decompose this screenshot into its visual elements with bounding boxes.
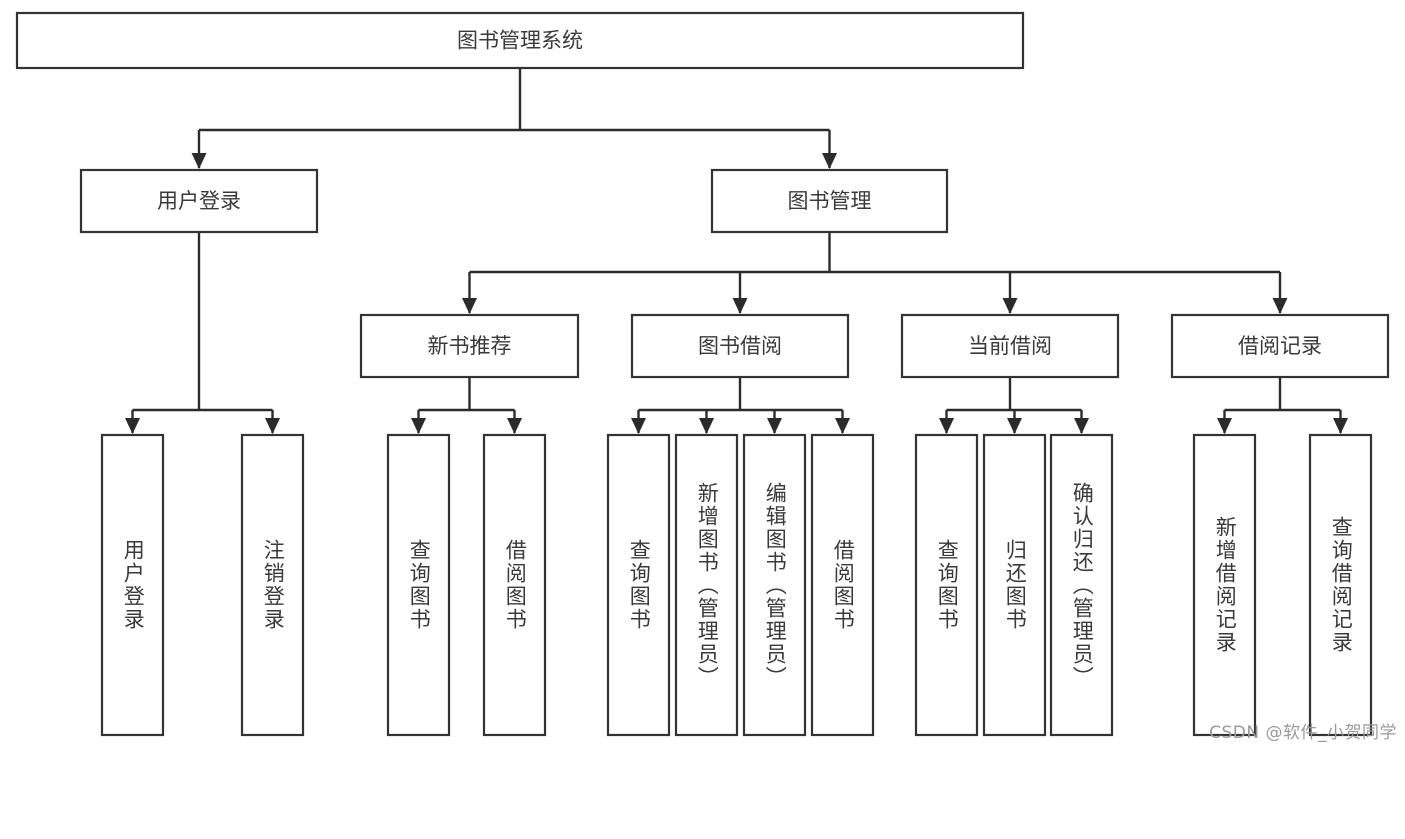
node-leaf-4[interactable] [606,433,671,737]
arrowhead-leaf-3-0 [939,418,954,434]
arrowhead-level2-0 [191,153,207,169]
arrowhead-level3-3 [1272,298,1288,314]
arrowhead-leaf-4-0 [1217,418,1232,434]
node-level3-label-3: 借阅记录 [1238,334,1322,358]
box-layer [15,11,1390,737]
node-level2-1[interactable] [710,168,949,234]
arrowhead-level2-1 [822,153,837,169]
arrowhead-leaf-4-1 [1333,418,1348,434]
node-leaf-1[interactable] [240,433,305,737]
arrowhead-level3-0 [462,298,477,314]
arrowhead-leaf-0-0 [125,418,140,434]
node-level2-0[interactable] [79,168,319,234]
node-leaf-8[interactable] [914,433,979,737]
arrowhead-leaf-2-2 [767,418,782,434]
arrowhead-level3-2 [1002,298,1018,314]
node-level2-label-0: 用户登录 [157,189,241,213]
arrowhead-leaf-0-1 [265,418,280,434]
node-leaf-10[interactable] [1049,433,1114,737]
arrowhead-level3-1 [732,298,748,314]
connector-layer [125,68,1348,434]
node-level3-label-0: 新书推荐 [428,334,512,358]
node-leaf-3[interactable] [482,433,547,737]
arrowhead-leaf-1-0 [411,418,426,434]
node-level3-1[interactable] [630,313,850,379]
node-level3-2[interactable] [900,313,1120,379]
arrowhead-leaf-2-0 [631,418,646,434]
node-root[interactable] [15,11,1025,70]
node-leaf-0[interactable] [100,433,165,737]
node-leaf-5[interactable] [674,433,739,737]
node-level2-label-1: 图书管理 [788,189,872,213]
arrowhead-leaf-1-1 [507,418,522,434]
node-root-label: 图书管理系统 [457,29,583,53]
arrowhead-leaf-2-1 [699,418,714,434]
node-leaf-6[interactable] [742,433,807,737]
arrowhead-leaf-2-3 [835,418,850,434]
node-level3-label-2: 当前借阅 [968,334,1052,358]
node-level3-label-1: 图书借阅 [698,334,782,358]
node-leaf-11[interactable] [1192,433,1257,737]
arrowhead-leaf-3-2 [1074,418,1089,434]
node-level3-0[interactable] [359,313,580,379]
node-leaf-7[interactable] [810,433,875,737]
node-leaf-12[interactable] [1308,433,1373,737]
node-level3-3[interactable] [1170,313,1390,379]
node-leaf-2[interactable] [386,433,451,737]
diagram-canvas: 图书管理系统用户登录图书管理新书推荐图书借阅当前借阅借阅记录 用户登录注销登录查… [15,11,1397,743]
arrowhead-leaf-3-1 [1007,418,1022,434]
node-leaf-9[interactable] [982,433,1047,737]
watermark-text: CSDN @软件_小贺同学 [1209,723,1397,743]
